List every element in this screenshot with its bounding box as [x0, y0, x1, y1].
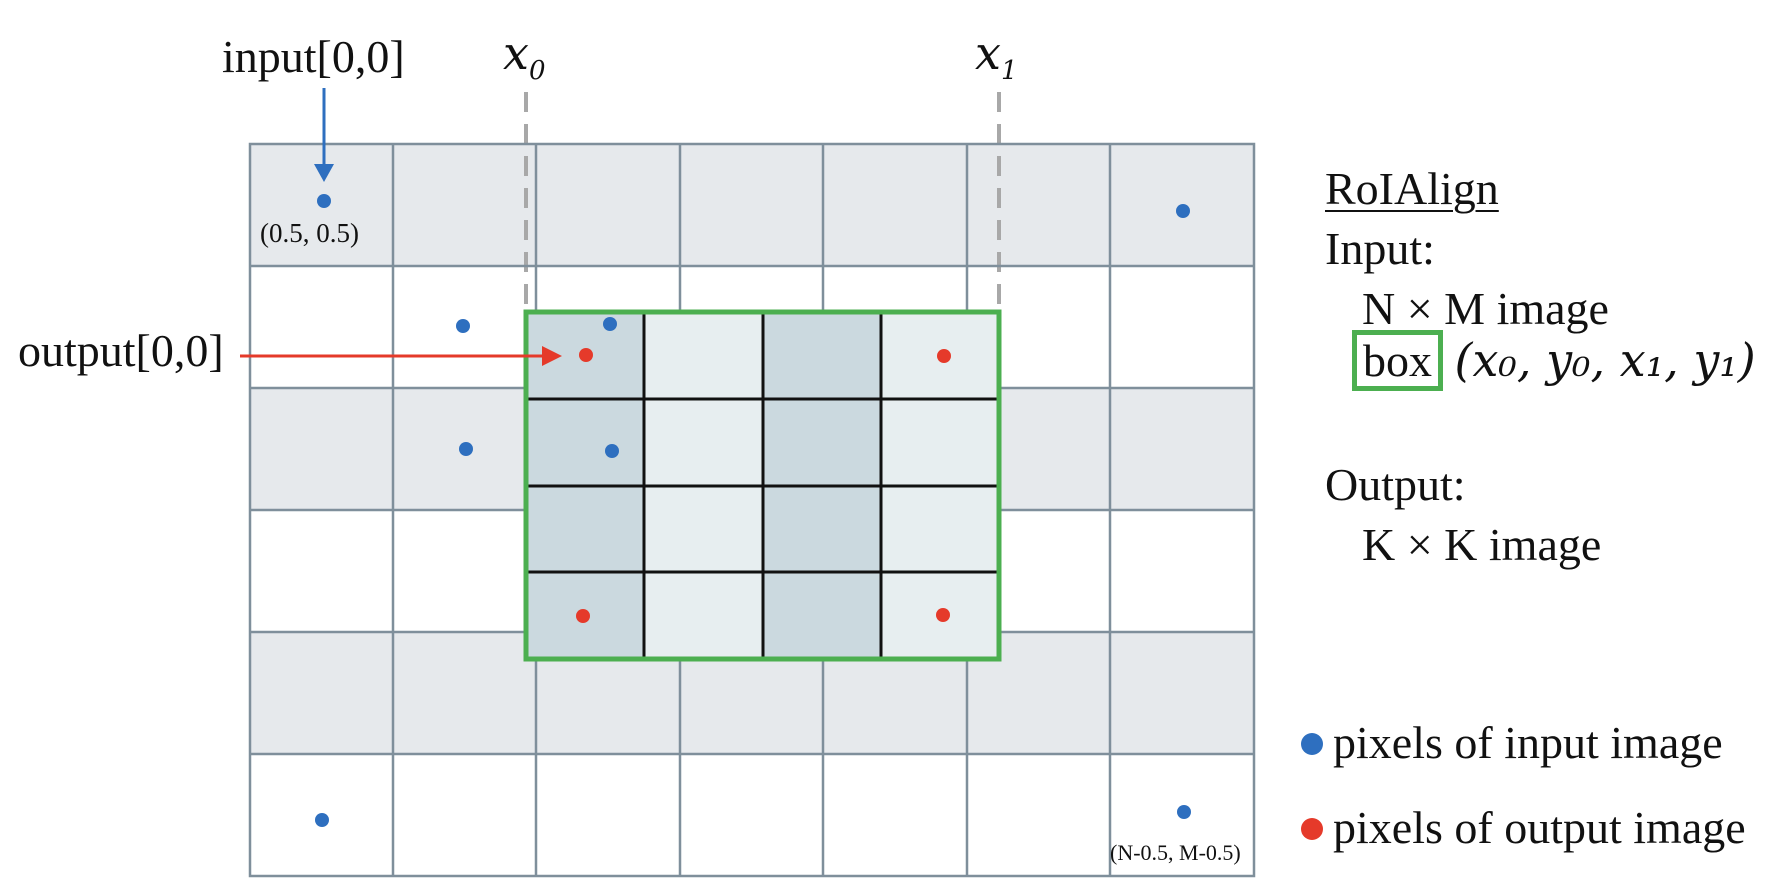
input-origin-label: input[0,0] — [222, 31, 405, 82]
output-origin-arrowhead — [542, 346, 562, 366]
output-origin-label: output[0,0] — [18, 325, 224, 376]
input-pixel-dots — [315, 194, 1191, 827]
last-pixel-coordinate: (N-0.5, M-0.5) — [1110, 840, 1241, 865]
roi-cell-grid — [526, 312, 999, 659]
x0-label-subscript: 0 — [528, 56, 546, 87]
roi-edge-guides — [524, 92, 1001, 312]
panel-input-heading: Input: — [1325, 223, 1435, 274]
x0-label-base: x — [503, 26, 529, 80]
legend-output-label: pixels of output image — [1333, 802, 1746, 853]
input-grid — [248, 142, 1256, 878]
output-pixel-dot — [579, 348, 593, 362]
roi-box — [523, 309, 1002, 662]
roi-border — [523, 309, 1002, 662]
legend-markers — [1301, 733, 1323, 840]
output-pixel-dot — [936, 608, 950, 622]
panel-input-image: N × M image — [1362, 283, 1609, 334]
output-pixel-dot — [937, 349, 951, 363]
panel-box-line: box (x₀, y₀, x₁, y₁) — [1352, 330, 1756, 391]
input-pixel-dot — [1176, 204, 1190, 218]
x0-label: x0 — [503, 30, 546, 84]
input-pixel-dot — [603, 317, 617, 331]
output-pixel-dot — [576, 609, 590, 623]
input-pixel-dot — [605, 444, 619, 458]
x1-label-base: x — [975, 26, 1001, 80]
input-origin-arrowhead — [314, 164, 334, 182]
legend-output-marker — [1301, 818, 1323, 840]
input-pixel-dot — [315, 813, 329, 827]
legend-input-marker — [1301, 733, 1323, 755]
input-pixel-dot — [459, 442, 473, 456]
input-pixel-dot — [456, 319, 470, 333]
x1-label-subscript: 1 — [1000, 56, 1018, 87]
box-coordinates: (x₀, y₀, x₁, y₁) — [1454, 333, 1756, 387]
box-word: box — [1352, 330, 1443, 391]
first-pixel-coordinate: (0.5, 0.5) — [260, 218, 359, 248]
input-pixel-dot — [1177, 805, 1191, 819]
input-pixel-dot — [317, 194, 331, 208]
output-pixel-dots — [576, 348, 951, 623]
arrows — [240, 88, 562, 366]
panel-output-heading: Output: — [1325, 459, 1466, 510]
panel-output-image: K × K image — [1362, 519, 1602, 570]
panel-title: RoIAlign — [1325, 163, 1499, 214]
x1-label: x1 — [975, 30, 1018, 84]
legend-input-label: pixels of input image — [1333, 717, 1723, 768]
